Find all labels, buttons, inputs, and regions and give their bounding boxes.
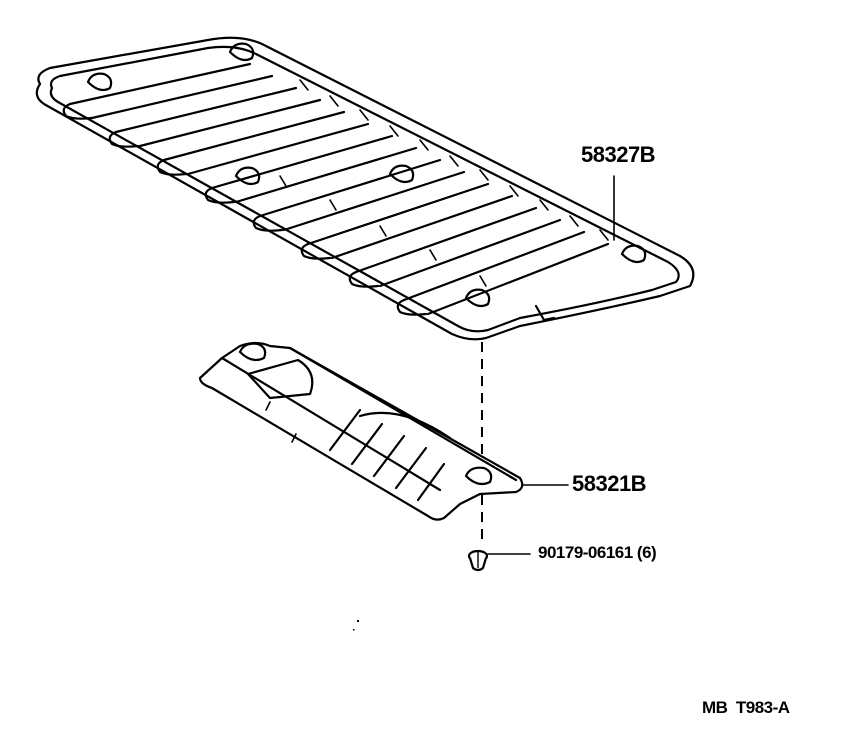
part-label-90179-06161: 90179-06161 (6) xyxy=(538,543,657,562)
shield-58321b xyxy=(198,341,524,521)
clip-90179-06161-icon xyxy=(467,549,489,572)
part-label-58321b: 58321B xyxy=(572,471,647,496)
diagram-code: MB T983-A xyxy=(702,698,790,717)
part-label-58327b: 58327B xyxy=(581,142,656,167)
panel-58327b xyxy=(35,36,695,341)
